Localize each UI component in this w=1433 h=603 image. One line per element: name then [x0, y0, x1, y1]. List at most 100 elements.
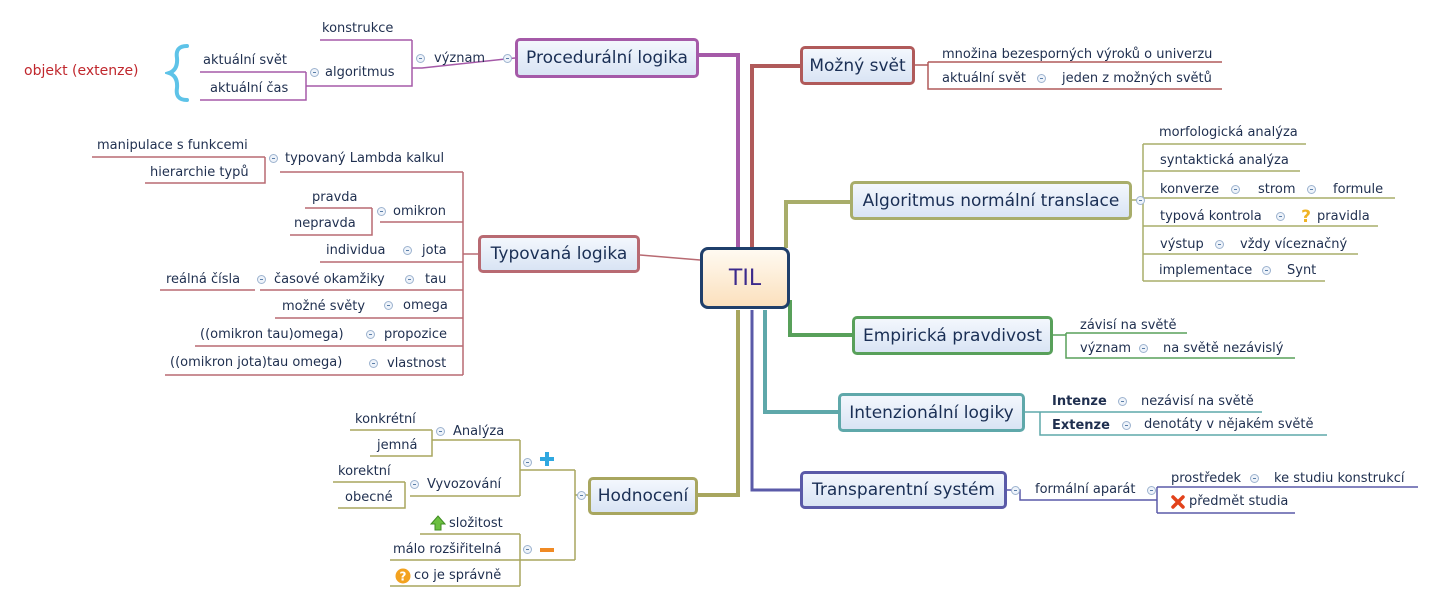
label-malo-rozsiritelna[interactable]: málo rozšiřitelná [393, 542, 502, 557]
topic-proceduralni-logika[interactable]: Procedurální logika [515, 38, 699, 78]
label-zavisi-na-svete[interactable]: závisí na světě [1080, 318, 1177, 333]
collapse-toggle[interactable] [1262, 266, 1271, 275]
collapse-toggle[interactable] [1118, 397, 1127, 406]
label-objekt-extenze[interactable]: objekt (extenze) [24, 63, 139, 79]
label-morfologicka[interactable]: morfologická analýza [1159, 125, 1298, 140]
svg-text:?: ? [400, 570, 407, 584]
label-konverze[interactable]: konverze [1160, 182, 1220, 197]
collapse-toggle[interactable] [1276, 212, 1285, 221]
topic-transparentni-system[interactable]: Transparentní systém [800, 471, 1007, 509]
collapse-toggle[interactable] [1147, 486, 1156, 495]
label-korektni[interactable]: korektní [338, 464, 391, 479]
label-implementace[interactable]: implementace [1159, 263, 1253, 278]
label-vyznam[interactable]: význam [434, 51, 486, 66]
label-individua[interactable]: individua [326, 243, 386, 258]
label-konstrukce[interactable]: konstrukce [322, 21, 394, 36]
collapse-toggle[interactable] [1122, 421, 1131, 430]
label-omikron[interactable]: omikron [393, 204, 447, 219]
topic-empiricka-pravdivost[interactable]: Empirická pravdivost [852, 316, 1053, 355]
label-hierarchie[interactable]: hierarchie typů [150, 165, 249, 180]
label-vlastnost-typ[interactable]: ((omikron jota)tau omega) [170, 355, 343, 370]
label-algoritmus[interactable]: algoritmus [325, 65, 395, 80]
collapse-toggle[interactable] [310, 68, 319, 77]
collapse-toggle[interactable] [577, 491, 586, 500]
collapse-toggle[interactable] [416, 54, 425, 63]
label-pravda[interactable]: pravda [312, 190, 358, 205]
collapse-toggle[interactable] [1231, 185, 1240, 194]
label-jeden-z-moznych[interactable]: jeden z možných světů [1062, 71, 1212, 86]
collapse-toggle[interactable] [377, 207, 386, 216]
label-realna-cisla[interactable]: reálná čísla [166, 272, 241, 287]
label-synt[interactable]: Synt [1287, 263, 1317, 278]
label-konkretni[interactable]: konkrétní [355, 412, 416, 427]
collapse-toggle[interactable] [523, 458, 532, 467]
collapse-toggle[interactable] [1215, 240, 1224, 249]
topic-algoritmus-translace[interactable]: Algoritmus normální translace [850, 181, 1132, 220]
central-topic[interactable]: TIL [700, 247, 790, 309]
collapse-toggle[interactable] [503, 54, 512, 63]
label-casove-okamziky[interactable]: časové okamžiky [274, 272, 385, 287]
label-vystup[interactable]: výstup [1160, 237, 1204, 252]
label-vyznam-2[interactable]: význam [1080, 341, 1132, 356]
collapse-toggle[interactable] [1307, 185, 1316, 194]
label-jota[interactable]: jota [422, 243, 447, 258]
collapse-toggle[interactable] [269, 154, 278, 163]
label-tau[interactable]: tau [425, 272, 447, 287]
topic-intenzionalni-logiky[interactable]: Intenzionální logiky [838, 393, 1025, 432]
label-slozitost[interactable]: složitost [449, 516, 503, 531]
label-aktualni-cas[interactable]: aktuální čas [210, 81, 289, 96]
minus-icon [538, 541, 556, 559]
label-intenze[interactable]: Intenze [1052, 394, 1107, 409]
label-vyvozovani[interactable]: Vyvozování [427, 477, 502, 492]
collapse-toggle[interactable] [403, 246, 412, 255]
label-lambda-kalkul[interactable]: typovaný Lambda kalkul [285, 151, 445, 166]
question-icon: ? [395, 568, 411, 584]
label-co-je-spravne[interactable]: co je správně [414, 568, 502, 583]
collapse-toggle[interactable] [410, 480, 419, 489]
collapse-toggle[interactable] [405, 275, 414, 284]
collapse-toggle[interactable] [1037, 74, 1046, 83]
collapse-toggle[interactable] [436, 427, 445, 436]
topic-mozny-svet[interactable]: Možný svět [800, 46, 915, 85]
label-formalni-aparat[interactable]: formální aparát [1035, 482, 1136, 497]
label-nezavisly[interactable]: na světě nezávislý [1163, 341, 1284, 356]
label-propozice[interactable]: propozice [384, 327, 448, 342]
topic-hodnoceni[interactable]: Hodnocení [588, 477, 698, 515]
label-ke-studiu[interactable]: ke studiu konstrukcí [1274, 471, 1405, 486]
label-omega[interactable]: omega [403, 298, 448, 313]
label-aktualni-svet[interactable]: aktuální svět [203, 53, 287, 68]
label-syntakticka[interactable]: syntaktická analýza [1160, 153, 1289, 168]
label-typova-kontrola[interactable]: typová kontrola [1160, 209, 1262, 224]
brace-icon [165, 44, 193, 102]
label-vzdy-viceznacny[interactable]: vždy víceznačný [1240, 237, 1348, 252]
collapse-toggle[interactable] [369, 359, 378, 368]
label-analyza[interactable]: Analýza [453, 424, 505, 439]
label-manipulace[interactable]: manipulace s funkcemi [97, 138, 248, 153]
collapse-toggle[interactable] [1136, 196, 1145, 205]
topic-typovana-logika[interactable]: Typovaná logika [478, 235, 640, 273]
collapse-toggle[interactable] [1250, 474, 1259, 483]
label-mnozina[interactable]: množina bezesporných výroků o univerzu [942, 47, 1213, 62]
label-mozne-svety[interactable]: možné světy [282, 299, 366, 314]
label-pravidla[interactable]: pravidla [1317, 209, 1370, 224]
collapse-toggle[interactable] [1011, 486, 1020, 495]
label-obecne[interactable]: obecné [345, 490, 393, 505]
collapse-toggle[interactable] [366, 330, 375, 339]
collapse-toggle[interactable] [384, 301, 393, 310]
label-jemna[interactable]: jemná [377, 438, 418, 453]
label-predmet-studia[interactable]: předmět studia [1189, 494, 1289, 509]
label-aktualni-svet-2[interactable]: aktuální svět [942, 71, 1026, 86]
label-vlastnost[interactable]: vlastnost [387, 356, 447, 371]
collapse-toggle[interactable] [1139, 344, 1148, 353]
collapse-toggle[interactable] [257, 275, 266, 284]
label-nezavisi[interactable]: nezávisí na světě [1141, 394, 1254, 409]
label-extenze[interactable]: Extenze [1052, 418, 1110, 433]
label-propozice-typ[interactable]: ((omikron tau)omega) [200, 327, 344, 342]
label-nepravda[interactable]: nepravda [294, 216, 356, 231]
label-strom[interactable]: strom [1258, 182, 1296, 197]
label-formule[interactable]: formule [1333, 182, 1384, 197]
collapse-toggle[interactable] [523, 545, 532, 554]
label-prostredek[interactable]: prostředek [1171, 471, 1241, 486]
label-denotaty[interactable]: denotáty v nějakém světě [1144, 417, 1314, 432]
